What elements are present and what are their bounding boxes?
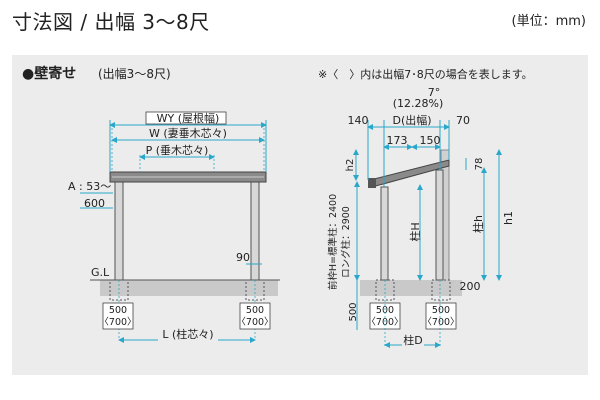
side-foot-left-depth: 500	[376, 305, 394, 316]
dim-d-label: D(出幅)	[392, 113, 431, 127]
gl-label: G.L	[91, 266, 110, 279]
front-post-right	[250, 179, 260, 281]
front-foot-left-depth: 500	[109, 305, 127, 316]
dim-173-label: 173	[387, 134, 408, 147]
front-foot-right-depth: 500	[246, 305, 264, 316]
dim-l-label: L (柱芯々)	[162, 327, 213, 341]
dim-90-label: 90	[236, 251, 250, 264]
front-frame-height-label: 前枠H=標準柱：2400	[327, 194, 339, 290]
side-foot-left-depth-alt: 〈700〉	[366, 317, 403, 328]
dim-78-label: 78	[474, 158, 485, 171]
dim-pillar-d-label: 柱D	[403, 333, 422, 347]
pillar-h-label: 柱H	[408, 222, 422, 241]
front-post-left	[114, 179, 124, 281]
front-foot-right-depth-alt: 〈700〉	[236, 317, 273, 328]
side-foot-right-depth: 500	[432, 305, 450, 316]
dim-h2-label: h2	[345, 159, 356, 172]
section-note: ※〈 〉内は出幅7･8尺の場合を表します。	[318, 67, 533, 81]
front-ground	[100, 280, 278, 296]
side-foot-right-depth-alt: 〈700〉	[422, 317, 459, 328]
dim-p-label: P (垂木芯々)	[146, 143, 209, 157]
slope-degree: 7°	[428, 86, 441, 99]
section-subtitle: (出幅3～8尺)	[98, 66, 171, 81]
dim-150-label: 150	[420, 134, 441, 147]
dim-70-label: 70	[456, 114, 470, 127]
front-foot-left-depth-alt: 〈700〉	[99, 317, 136, 328]
pillar-h-small-label: 柱h	[471, 215, 485, 233]
long-pillar-label: ロング柱：2900	[340, 206, 352, 278]
side-ground	[360, 280, 462, 296]
dim-140-label: 140	[348, 114, 369, 127]
unit-label: (単位：mm)	[511, 14, 586, 29]
side-view: 7° (12.28%) 140 D(出幅) 70 173 150 h2 78 前…	[327, 86, 515, 348]
side-post-left	[380, 186, 389, 281]
page-title: 寸法図 / 出幅 3～8尺	[12, 10, 210, 34]
section-title: ●壁寄せ	[22, 65, 76, 82]
dim-a-label: A : 53～	[68, 180, 111, 193]
dim-200-label: 200	[460, 280, 481, 293]
dim-w-label: W (妻垂木芯々)	[149, 126, 227, 140]
dim-a-value: 600	[84, 197, 105, 210]
dim-h1-label: h1	[502, 211, 515, 225]
side-post-right	[435, 169, 444, 281]
front-view: WY (屋根幅) W (妻垂木芯々) P (垂木芯々) A : 53～ 600 …	[68, 111, 280, 343]
slope-percent: (12.28%)	[393, 97, 444, 110]
dim-500-label: 500	[348, 302, 359, 321]
dim-wy-label: WY (屋根幅)	[157, 111, 220, 125]
